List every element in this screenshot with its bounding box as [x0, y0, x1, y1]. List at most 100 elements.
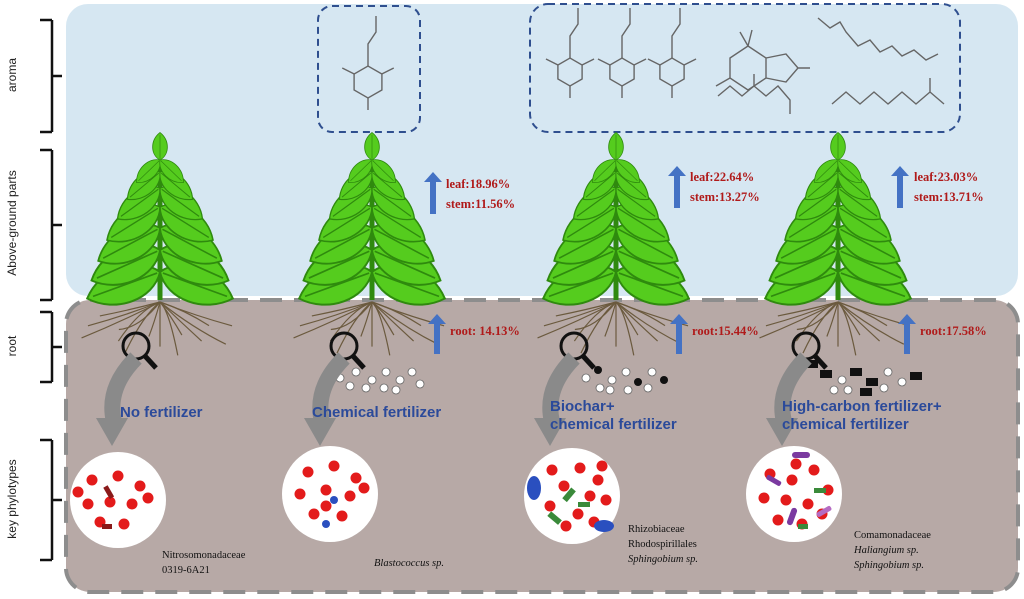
carbon-particle — [860, 388, 872, 396]
particle — [395, 375, 405, 385]
plants — [80, 132, 918, 356]
particle — [623, 385, 633, 395]
bacterium-red — [112, 470, 124, 482]
bacterium-blue — [322, 520, 330, 528]
stem-stat-chemical: stem:11.56% — [446, 197, 516, 211]
treatment-chemical-fertilizer: Chemical fertilizer — [312, 404, 442, 421]
bacterium-red — [600, 494, 612, 506]
particle — [391, 385, 401, 395]
aroma-box-single — [317, 5, 421, 133]
bacterium-red — [592, 474, 604, 486]
particle — [897, 377, 907, 387]
bacterium-red — [802, 498, 814, 510]
particle — [351, 367, 361, 377]
bacterium-red — [118, 518, 130, 530]
leaf-stat-chemical: leaf:18.96% — [446, 177, 511, 191]
plant-roots — [293, 301, 445, 356]
taxa-biochar: Rhizobiaceae Rhodospirillales Sphingobiu… — [628, 524, 699, 565]
root-stat-chemical: root: 14.13% — [450, 324, 520, 338]
bracket-above-ground — [40, 148, 62, 302]
treatment-high-carbon: High-carbon fertilizer+ chemical fertili… — [782, 398, 942, 433]
particle — [883, 367, 893, 377]
aerial-zone — [66, 4, 1018, 296]
down-arrows — [96, 352, 812, 446]
bacterium-red — [544, 500, 556, 512]
bacterium-red — [320, 500, 332, 512]
bacterium-red — [780, 494, 792, 506]
bacterium-red — [572, 508, 584, 520]
bacterium-red — [758, 492, 770, 504]
up-arrow-shoot-high-carbon — [891, 166, 909, 208]
bacterium-purple — [816, 506, 832, 517]
bacterium-red — [142, 492, 154, 504]
fertilizer-particles-4 — [806, 360, 922, 396]
molecule-3-chain — [621, 8, 631, 58]
stem-stat-high-carbon: stem:13.71% — [914, 190, 984, 204]
bacterium-red — [344, 490, 356, 502]
root-stat-high-carbon: root:17.58% — [920, 324, 987, 338]
fertilizer-particles-3 — [581, 366, 668, 395]
bacterium-red — [790, 458, 802, 470]
molecule-4-chain — [671, 8, 681, 58]
fertilizer-particles-2 — [335, 367, 425, 395]
bacterium-red — [546, 464, 558, 476]
bacterium-red — [574, 462, 586, 474]
root-stat-biochar: root:15.44% — [692, 324, 759, 338]
plant-2 — [292, 132, 452, 356]
molecule-5-ring — [765, 53, 810, 83]
bacterium-green — [578, 502, 590, 507]
microbe-circle-4 — [746, 446, 842, 542]
bacterium-red — [86, 474, 98, 486]
down-arrow-1 — [96, 352, 142, 446]
carbon-particle — [850, 368, 862, 376]
bacterium-red — [786, 474, 798, 486]
bacterium-red — [560, 520, 572, 532]
bracket-root — [40, 310, 62, 384]
aroma-box-multiple — [529, 3, 961, 133]
particle — [407, 367, 417, 377]
taxa-high-carbon: Comamonadaceae Haliangium sp. Sphingobiu… — [854, 530, 931, 571]
carbon-particle — [910, 372, 922, 380]
particle — [361, 383, 371, 393]
taxa-chemical: Blastococcus sp. — [374, 558, 444, 569]
bacterium-purple — [766, 474, 782, 486]
bacterium-blue — [330, 496, 338, 504]
bacterium-red — [328, 460, 340, 472]
side-brackets — [40, 18, 62, 562]
bacterium-red — [336, 510, 348, 522]
bacterium-purple — [786, 507, 798, 526]
up-arrow-root-biochar — [670, 314, 688, 354]
bacterium-rod — [103, 485, 115, 500]
bacterium-green — [814, 488, 826, 493]
bacterium-red — [72, 486, 84, 498]
down-arrow-2 — [304, 352, 350, 446]
microbe-circle-3 — [524, 448, 620, 544]
plant-roots — [759, 301, 911, 356]
aroma-molecules — [341, 8, 945, 114]
bacterium-red — [558, 480, 570, 492]
particle — [345, 381, 355, 391]
biochar-particle — [660, 376, 668, 384]
particle — [379, 383, 389, 393]
bacterium-green — [562, 487, 576, 503]
bacterium-red — [358, 482, 370, 494]
bacterium-rod — [102, 524, 112, 529]
plant-4 — [758, 132, 918, 356]
carbon-particle — [820, 370, 832, 378]
carbon-particle — [806, 360, 818, 368]
bacterium-red — [584, 490, 596, 502]
particle — [647, 367, 657, 377]
particle — [837, 375, 847, 385]
bacterium-green — [798, 524, 808, 529]
particle — [605, 385, 615, 395]
bacterium-red — [350, 472, 362, 484]
particle — [581, 373, 591, 383]
bracket-aroma — [40, 18, 62, 134]
growth-arrows — [424, 166, 916, 354]
leaf-stat-biochar: leaf:22.64% — [690, 170, 755, 184]
bacterium-red — [82, 498, 94, 510]
particle — [415, 379, 425, 389]
bacterium-blue — [527, 476, 541, 500]
bacterium-red — [294, 488, 306, 500]
